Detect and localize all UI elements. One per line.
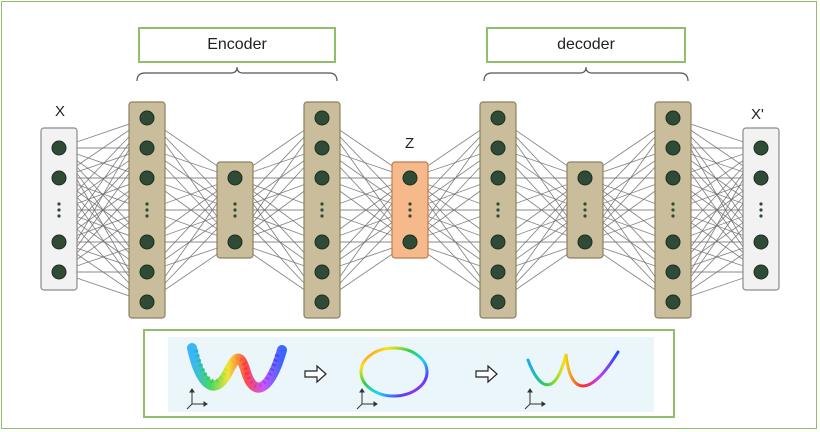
neuron-node bbox=[402, 234, 418, 250]
neuron-node bbox=[665, 170, 681, 186]
ellipsis-dot bbox=[233, 208, 237, 212]
neuron-node bbox=[665, 264, 681, 280]
ellipsis-dot bbox=[583, 214, 587, 218]
ellipsis-dot bbox=[145, 214, 149, 218]
ellipsis-dot bbox=[408, 214, 412, 218]
reconstructed-curve bbox=[526, 350, 620, 388]
layer-output bbox=[742, 127, 780, 291]
decoder-label: decoder bbox=[557, 36, 615, 53]
ellipsis-dot bbox=[671, 214, 675, 218]
ellipsis-dot bbox=[671, 208, 675, 212]
encoder-brace bbox=[136, 66, 338, 82]
neuron-node bbox=[665, 234, 681, 250]
layer-dec-1 bbox=[479, 101, 517, 319]
neuron-node bbox=[490, 140, 506, 156]
ellipsis-dot bbox=[233, 202, 237, 206]
ellipsis-dot bbox=[320, 208, 324, 212]
neuron-node bbox=[314, 234, 330, 250]
manifold-panel bbox=[143, 329, 675, 418]
neuron-node bbox=[402, 170, 418, 186]
neuron-node bbox=[51, 264, 67, 280]
axes-icon bbox=[186, 388, 208, 410]
encoder-label: Encoder bbox=[207, 36, 267, 53]
layer-enc-2 bbox=[216, 161, 254, 259]
neuron-node bbox=[490, 264, 506, 280]
axes-icon bbox=[356, 388, 378, 410]
ellipsis-dot bbox=[233, 214, 237, 218]
ellipsis-dot bbox=[320, 202, 324, 206]
latent-label: Z bbox=[405, 135, 415, 152]
layer-dec-3 bbox=[654, 101, 692, 319]
neuron-node bbox=[139, 140, 155, 156]
neuron-node bbox=[490, 294, 506, 310]
neuron-node bbox=[314, 170, 330, 186]
hollow-right-arrow-icon bbox=[304, 364, 327, 384]
neuron-node bbox=[227, 170, 243, 186]
neuron-node bbox=[51, 170, 67, 186]
ellipsis-dot bbox=[145, 208, 149, 212]
decoder-brace bbox=[483, 66, 689, 82]
reconstructed-manifold bbox=[526, 350, 620, 388]
neuron-node bbox=[314, 110, 330, 126]
neuron-node bbox=[577, 234, 593, 250]
loop-curve bbox=[359, 346, 429, 398]
neuron-node bbox=[753, 234, 769, 250]
neuron-node bbox=[227, 234, 243, 250]
neuron-node bbox=[314, 140, 330, 156]
ellipsis-dot bbox=[408, 208, 412, 212]
layer-dec-2 bbox=[566, 161, 604, 259]
ellipsis-dot bbox=[671, 202, 675, 206]
ellipsis-dot bbox=[320, 214, 324, 218]
input-label: X bbox=[55, 103, 66, 120]
neuron-node bbox=[139, 264, 155, 280]
input-manifold bbox=[187, 343, 287, 393]
neuron-node bbox=[139, 170, 155, 186]
neuron-node bbox=[753, 140, 769, 156]
layer-latent bbox=[391, 161, 429, 259]
neuron-node bbox=[139, 110, 155, 126]
encoder-label-box: Encoder bbox=[138, 27, 336, 63]
neuron-node bbox=[490, 170, 506, 186]
decoder-label-box: decoder bbox=[486, 27, 686, 63]
ellipsis-dot bbox=[759, 214, 763, 218]
output-label: X' bbox=[751, 106, 764, 123]
ellipsis-dot bbox=[496, 214, 500, 218]
neuron-node bbox=[490, 234, 506, 250]
neuron-node bbox=[139, 234, 155, 250]
neuron-node bbox=[314, 264, 330, 280]
latent-loop bbox=[359, 346, 429, 398]
neuron-node bbox=[665, 294, 681, 310]
layer-enc-3 bbox=[303, 101, 341, 319]
neuron-node bbox=[753, 264, 769, 280]
neuron-node bbox=[665, 110, 681, 126]
neuron-node bbox=[139, 294, 155, 310]
ellipsis-dot bbox=[145, 202, 149, 206]
ellipsis-dot bbox=[408, 202, 412, 206]
ellipsis-dot bbox=[57, 208, 61, 212]
neuron-node bbox=[753, 170, 769, 186]
layer-input bbox=[40, 127, 78, 291]
ellipsis-dot bbox=[759, 202, 763, 206]
neuron-node bbox=[51, 234, 67, 250]
neuron-node bbox=[490, 110, 506, 126]
ellipsis-dot bbox=[57, 214, 61, 218]
neuron-node bbox=[577, 170, 593, 186]
layer-enc-1 bbox=[128, 101, 166, 319]
neuron-node bbox=[51, 140, 67, 156]
ellipsis-dot bbox=[583, 202, 587, 206]
panel-background bbox=[168, 337, 654, 412]
ellipsis-dot bbox=[759, 208, 763, 212]
axes-icon bbox=[524, 388, 546, 410]
ellipsis-dot bbox=[496, 208, 500, 212]
hollow-right-arrow-icon bbox=[475, 364, 498, 384]
ellipsis-dot bbox=[57, 202, 61, 206]
neuron-node bbox=[314, 294, 330, 310]
ellipsis-dot bbox=[496, 202, 500, 206]
ellipsis-dot bbox=[583, 208, 587, 212]
neuron-node bbox=[665, 140, 681, 156]
